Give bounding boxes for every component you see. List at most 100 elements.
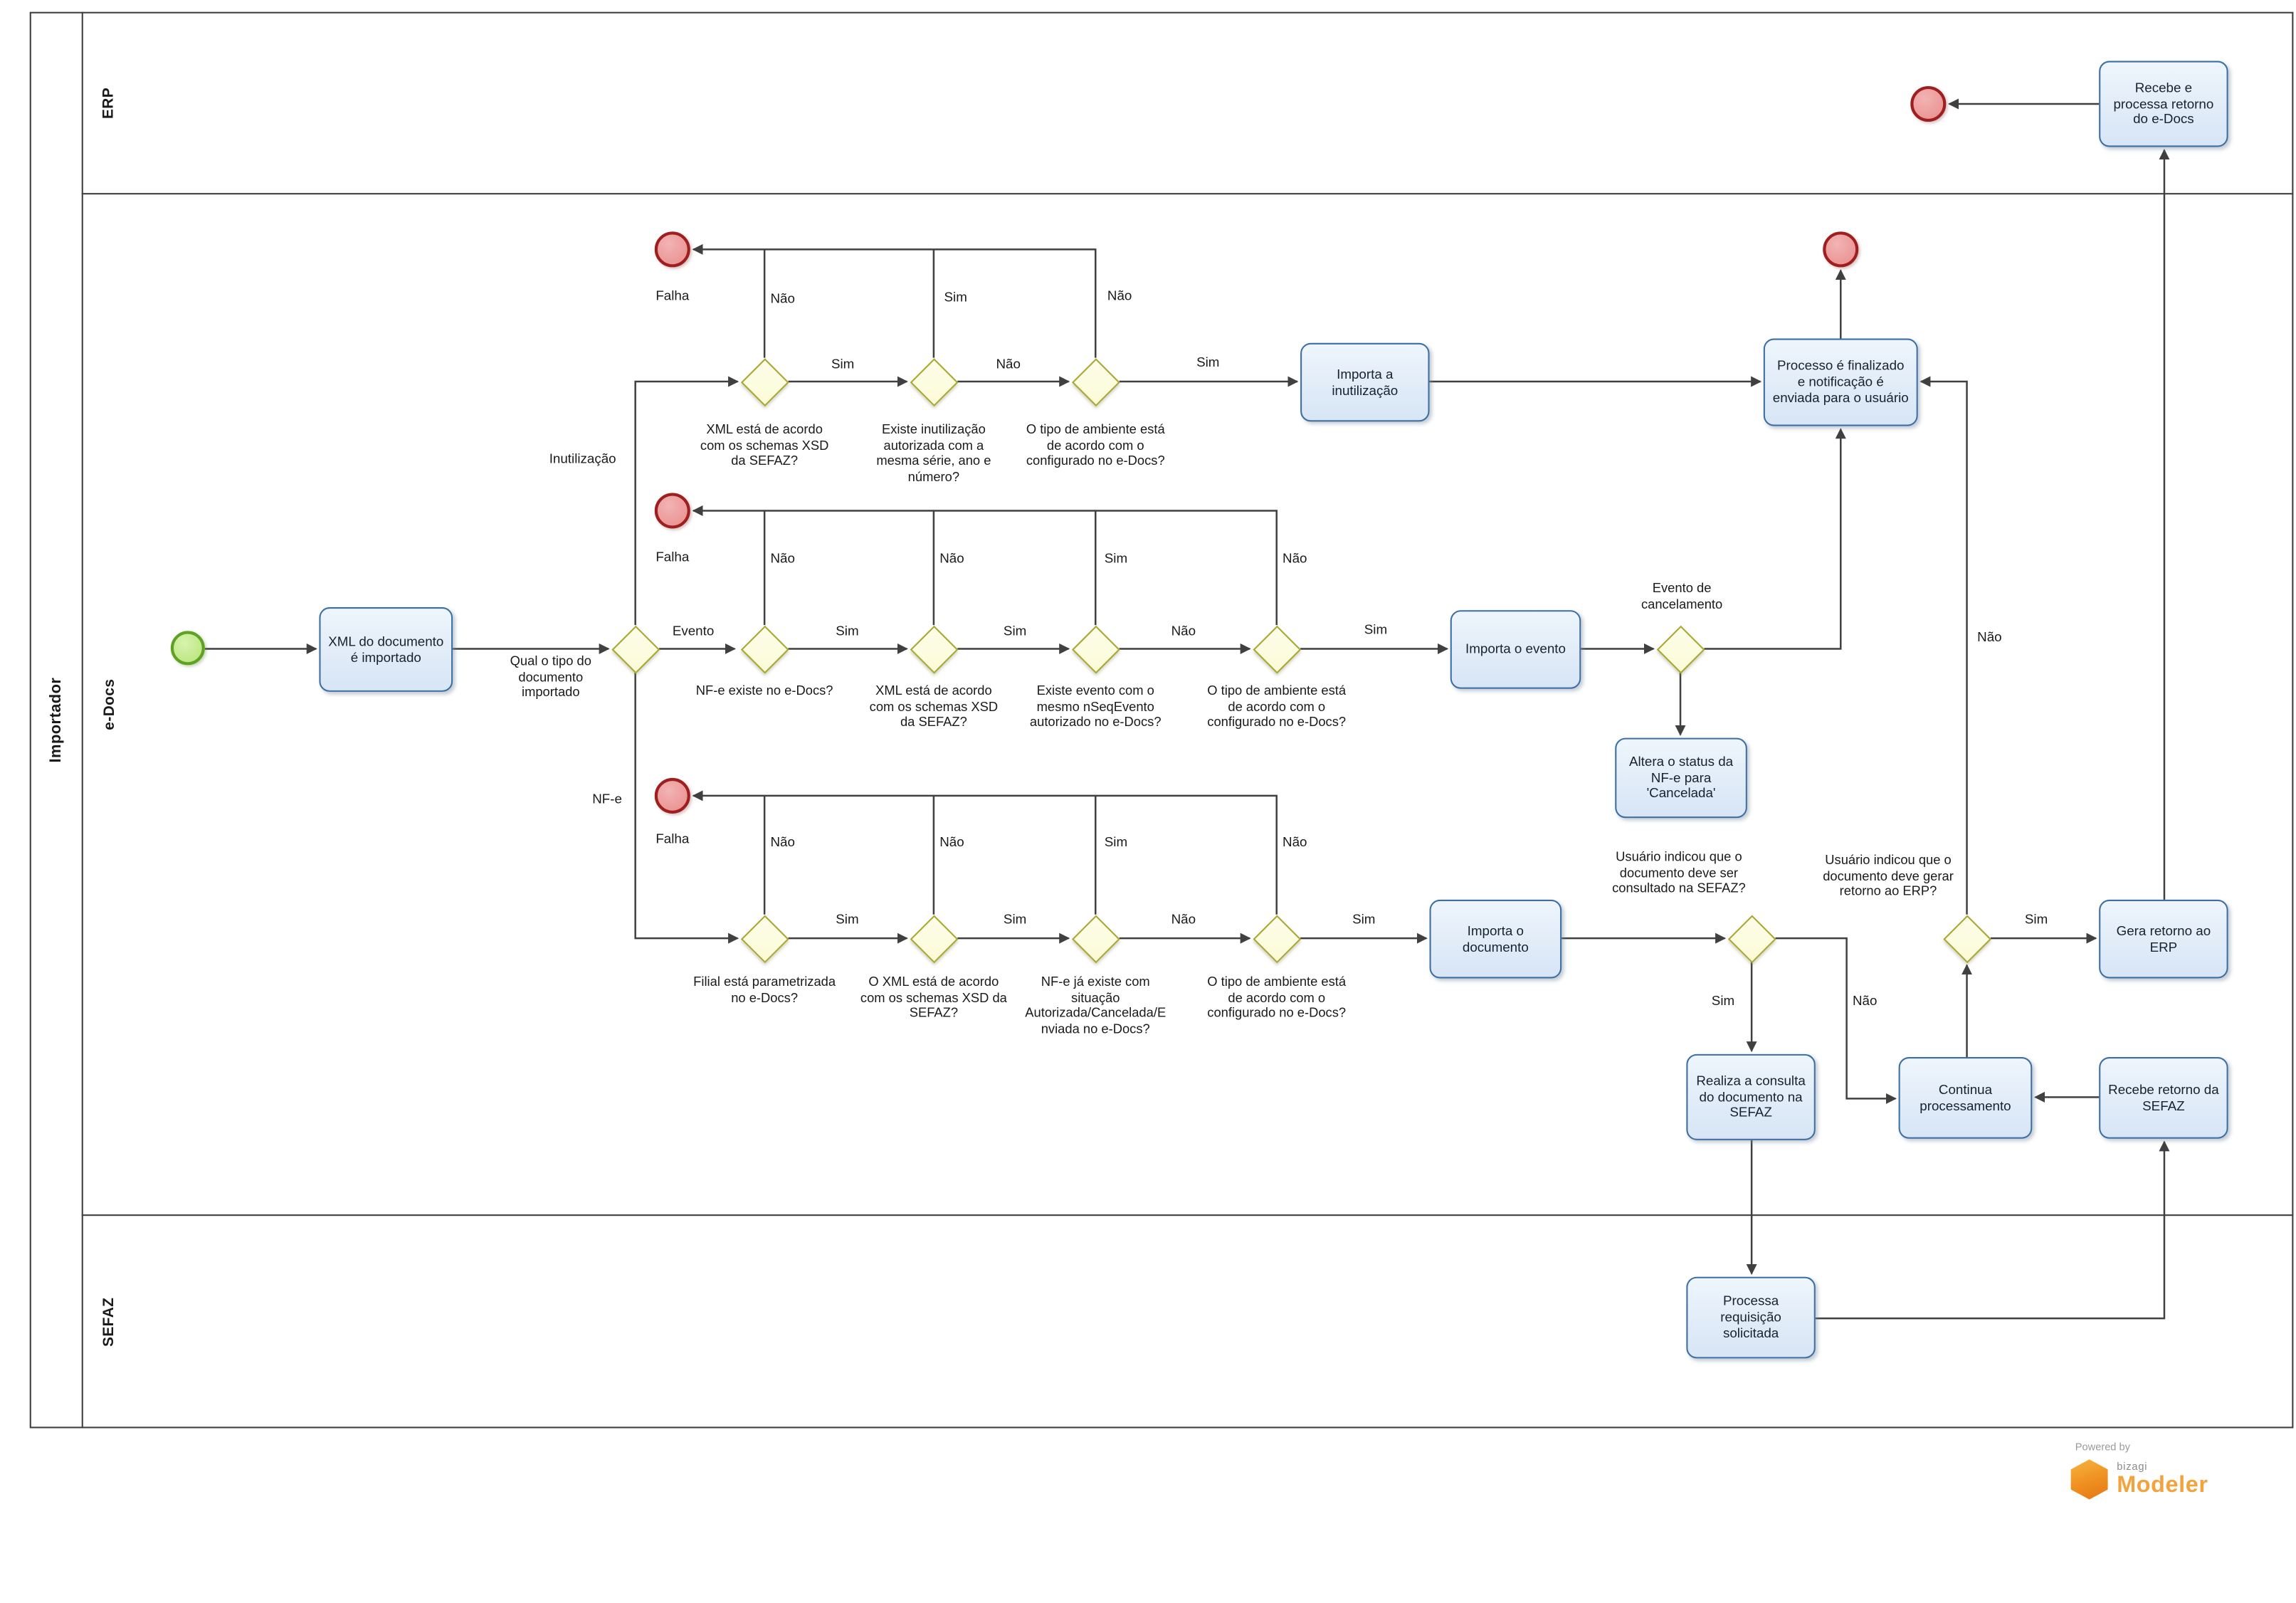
task-recebe-retorno-sefaz: Recebe retorno da SEFAZ — [2099, 1057, 2228, 1139]
gateway-ambiente-evento — [1253, 625, 1301, 673]
flow-label-sim: Sim — [1196, 354, 1220, 370]
flow-label-sim: Sim — [944, 289, 967, 305]
gateway-diamond-icon — [1943, 914, 1991, 962]
flow-label-nao: Não — [1283, 550, 1307, 566]
flow-label-nao: Não — [770, 834, 795, 850]
gateway-nfe-existe — [740, 625, 789, 673]
flow-label-falha-evento: Falha — [655, 549, 690, 564]
gateway-diamond-icon — [1071, 625, 1120, 673]
gateway-diamond-icon — [1071, 914, 1120, 962]
flow-label-sim: Sim — [1003, 911, 1027, 927]
flow-g13-continua — [1775, 937, 1897, 1104]
task-processa-requisicao: Processa requisição solicitada — [1686, 1276, 1816, 1359]
task-processo-finalizado: Processo é finalizado e notificação é en… — [1763, 338, 1918, 426]
flow-label-sim: Sim — [1104, 550, 1128, 566]
powered-by-label: Powered by — [2075, 1443, 2130, 1454]
flow-g12-falha — [692, 790, 1278, 915]
flow-label-nao: Não — [1852, 993, 1878, 1009]
bizagi-logo-row: bizagi Modeler — [2070, 1459, 2264, 1500]
task-realiza-consulta-sefaz: Realiza a consulta do documento na SEFAZ — [1686, 1053, 1816, 1140]
gateway-ambiente-inutilizacao — [1071, 357, 1120, 406]
flow-g8-finalizado — [1704, 428, 1846, 650]
flow-label-sim: Sim — [1003, 623, 1027, 638]
gateway-label-evento-nseq: Existe evento com o mesmo nSeqEvento aut… — [1029, 683, 1162, 730]
gateway-label-filial-parametrizada: Filial está parametrizada no e-Docs? — [693, 974, 836, 1005]
task-altera-status-nfe: Altera o status da NF-e para 'Cancelada' — [1615, 737, 1747, 819]
gateway-diamond-icon — [910, 625, 958, 673]
gateway-label-tipo-documento: Qual o tipo do documento importado — [510, 653, 591, 700]
gateway-nfe-situacao — [1071, 914, 1120, 962]
bizagi-wordmark: bizagi Modeler — [2117, 1462, 2208, 1497]
end-event-erp — [1910, 85, 1947, 122]
gateway-label-xml-schemas-evento: XML está de acordo com os schemas XSD da… — [869, 683, 999, 730]
gateway-label-nfe-situacao: NF-e já existe com situação Autorizada/C… — [1025, 974, 1167, 1037]
bizagi-product-name: Modeler — [2117, 1472, 2208, 1498]
flow-label-nao: Não — [770, 550, 795, 566]
gateway-label-ambiente-nfe: O tipo de ambiente está de acordo com o … — [1207, 974, 1347, 1021]
gateway-label-retorno-erp: Usuário indicou que o documento deve ger… — [1823, 852, 1954, 899]
end-event-falha-inutilizacao — [654, 231, 690, 268]
flow-g3-falha — [692, 243, 1097, 358]
flow-label-nao: Não — [1171, 623, 1196, 638]
end-event-processo — [1823, 231, 1859, 268]
bizagi-logo-icon — [2070, 1459, 2108, 1500]
gateway-diamond-icon — [611, 625, 660, 673]
flow-label-sim: Sim — [1352, 911, 1376, 927]
gateway-label-consulta-sefaz: Usuário indicou que o documento deve ser… — [1612, 849, 1746, 896]
gateway-label-ambiente-evento: O tipo de ambiente está de acordo com o … — [1207, 683, 1347, 730]
gateway-diamond-icon — [740, 625, 789, 673]
flow-label-falha-inutilizacao: Falha — [655, 288, 690, 303]
task-recebe-processa-retorno-edocs: Recebe e processa retorno do e-Docs — [2099, 61, 2228, 147]
gateway-inutilizacao-autorizada — [910, 357, 958, 406]
gateway-ambiente-nfe — [1253, 914, 1301, 962]
flow-label-nfe: NF-e — [592, 791, 622, 806]
gateway-diamond-icon — [1656, 625, 1705, 673]
task-xml-documento-importado: XML do documento é importado — [319, 607, 453, 692]
flow-label-sim: Sim — [1104, 834, 1128, 850]
bizagi-branding: Powered by bizagi Modeler — [2070, 1443, 2264, 1500]
gateway-diamond-icon — [1253, 625, 1301, 673]
flow-label-sim: Sim — [1711, 993, 1735, 1009]
gateway-label-xml-schemas-nfe: O XML está de acordo com os schemas XSD … — [860, 974, 1007, 1021]
flow-label-nao: Não — [939, 834, 964, 850]
gateway-xml-schemas-evento — [910, 625, 958, 673]
flow-label-nao: Não — [939, 550, 964, 566]
gateway-label-nfe-existe: NF-e existe no e-Docs? — [695, 683, 833, 698]
bizagi-brand-name: bizagi — [2117, 1461, 2148, 1473]
flow-g7-falha — [692, 505, 1278, 626]
gateway-label-evento-cancelamento: Evento de cancelamento — [1641, 580, 1723, 611]
gateway-diamond-icon — [1071, 357, 1120, 406]
gateway-xml-schemas-nfe — [910, 914, 958, 962]
gateway-evento-nseq — [1071, 625, 1120, 673]
gateway-label-ambiente-inutilizacao: O tipo de ambiente está de acordo com o … — [1026, 421, 1165, 468]
flow-label-evento: Evento — [672, 623, 715, 638]
flow-label-nao: Não — [1977, 629, 2002, 645]
task-importa-inutilizacao: Importa a inutilização — [1300, 342, 1430, 422]
flow-label-nao: Não — [996, 356, 1021, 372]
flow-label-sim: Sim — [836, 911, 859, 927]
gateway-diamond-icon — [1727, 914, 1776, 962]
gateway-filial-parametrizada — [740, 914, 789, 962]
pool-name-divider — [81, 11, 83, 1429]
start-event — [170, 631, 205, 666]
gateway-xml-schemas-inutilizacao — [740, 357, 789, 406]
flow-tipo-inutilizacao — [634, 376, 739, 626]
task-importa-documento: Importa o documento — [1429, 899, 1562, 979]
gateway-diamond-icon — [910, 357, 958, 406]
flow-label-inutilizacao: Inutilização — [549, 451, 616, 466]
flow-tipo-nfe — [634, 672, 739, 944]
gateway-diamond-icon — [740, 357, 789, 406]
flow-label-nao: Não — [1107, 288, 1132, 303]
gateway-tipo-documento — [611, 625, 660, 673]
flow-label-nao: Não — [770, 290, 795, 306]
lane-divider-edocs-sefaz — [81, 1214, 2294, 1216]
flow-label-falha-nfe: Falha — [655, 831, 690, 846]
gateway-evento-cancelamento — [1656, 625, 1705, 673]
flow-requisicao-recebe-retorno — [1815, 1140, 2170, 1320]
gateway-label-xml-schemas-inutilizacao: XML está de acordo com os schemas XSD da… — [700, 421, 829, 468]
flow-label-sim: Sim — [831, 356, 855, 372]
flow-g14-finalizado — [1920, 376, 1968, 915]
